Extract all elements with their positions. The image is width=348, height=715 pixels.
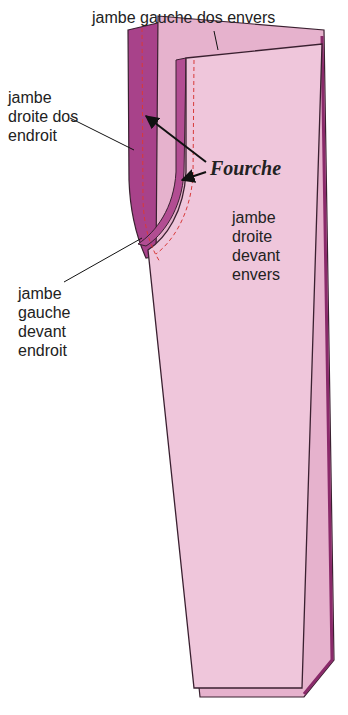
part-label: jambe droite dos endroit xyxy=(8,88,80,145)
front-right-leg xyxy=(148,44,322,688)
pointer-arrow xyxy=(146,116,206,162)
part-label: jambe droite devant envers xyxy=(232,208,306,284)
callout-label: Fourche xyxy=(210,156,281,180)
seam-line xyxy=(142,28,160,262)
seam-line xyxy=(156,60,194,254)
leader-line xyxy=(70,118,134,150)
pointer-arrow xyxy=(182,172,206,180)
part-label: jambe gauche devant endroit xyxy=(18,284,90,360)
part-label: jambe gauche dos envers xyxy=(92,8,275,27)
leader-line xyxy=(214,31,218,50)
leader-line xyxy=(64,238,142,282)
